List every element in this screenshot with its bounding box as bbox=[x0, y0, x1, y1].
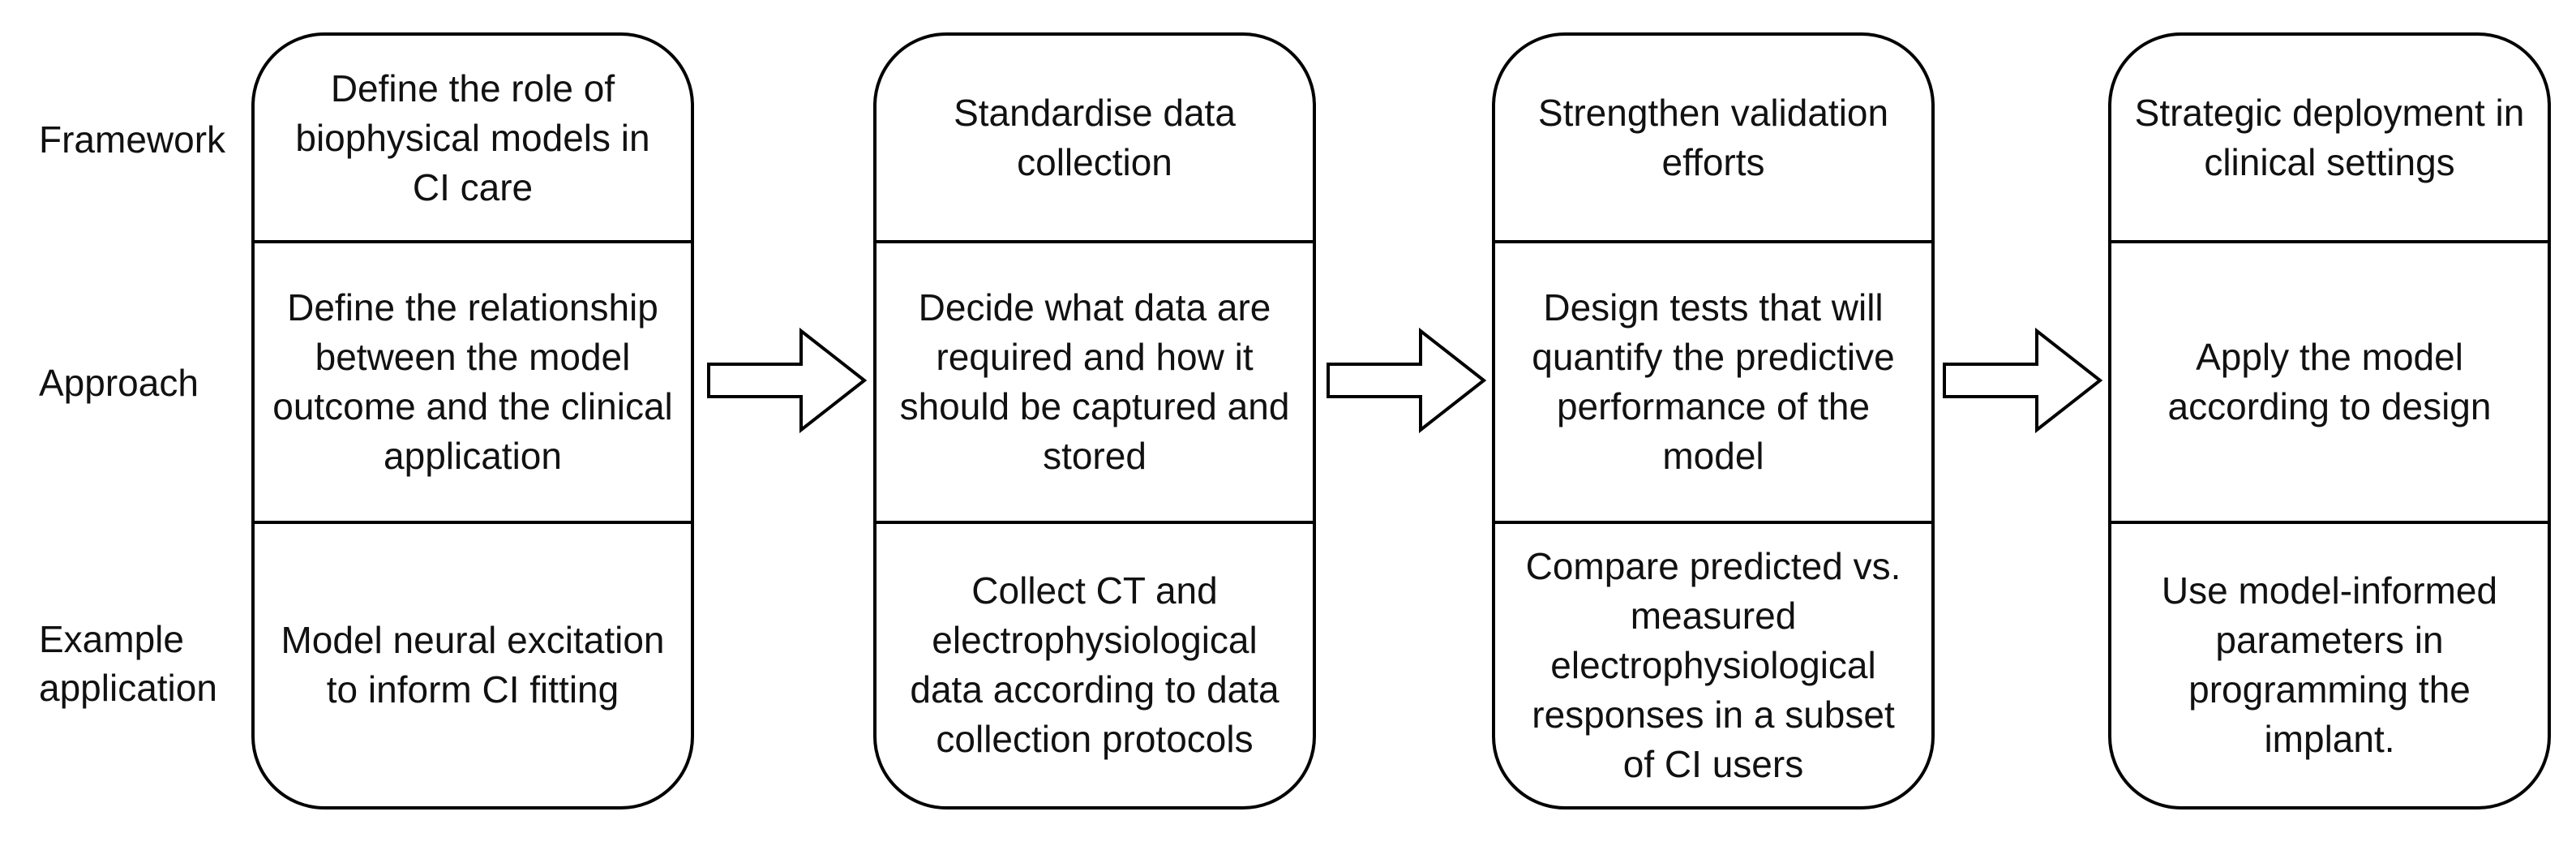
stage-3-approach-text: Design tests that will quantify the pred… bbox=[1532, 286, 1895, 477]
stage-4-approach: Apply the model according to design bbox=[2111, 243, 2548, 524]
stage-4-example: Use model-informed parameters in program… bbox=[2111, 524, 2548, 806]
right-arrow-icon bbox=[707, 328, 868, 433]
stage-2-approach: Decide what data are required and how it… bbox=[877, 243, 1313, 524]
stage-2-framework: Standardise data collection bbox=[877, 36, 1313, 243]
stage-3-framework: Strengthen validation efforts bbox=[1495, 36, 1931, 243]
row-label-example-application: Example application bbox=[39, 618, 217, 709]
row-label-approach: Approach bbox=[39, 362, 199, 404]
stage-3-framework-text: Strengthen validation efforts bbox=[1537, 92, 1889, 183]
stage-4-framework: Strategic deployment in clinical setting… bbox=[2111, 36, 2548, 243]
stage-1-framework-text: Define the role of biophysical models in… bbox=[295, 67, 650, 208]
stage-2-example: Collect CT and electrophysiological data… bbox=[877, 524, 1313, 806]
stage-4-framework-text: Strategic deployment in clinical setting… bbox=[2134, 92, 2525, 183]
stage-4-example-text: Use model-informed parameters in program… bbox=[2161, 569, 2498, 760]
stage-2-example-text: Collect CT and electrophysiological data… bbox=[910, 569, 1279, 760]
stage-1-box: Define the role of biophysical models in… bbox=[251, 32, 694, 809]
row-label-framework: Framework bbox=[39, 118, 226, 161]
right-arrow-icon bbox=[1943, 328, 2103, 433]
stage-1-approach: Define the relationship between the mode… bbox=[255, 243, 691, 524]
stage-3-approach: Design tests that will quantify the pred… bbox=[1495, 243, 1931, 524]
stage-2-framework-text: Standardise data collection bbox=[954, 92, 1236, 183]
stage-1-framework: Define the role of biophysical models in… bbox=[255, 36, 691, 243]
stage-2-box: Standardise data collection Decide what … bbox=[873, 32, 1316, 809]
stage-1-approach-text: Define the relationship between the mode… bbox=[272, 286, 673, 477]
stage-2-approach-text: Decide what data are required and how it… bbox=[899, 286, 1290, 477]
stage-1-example-text: Model neural excitation to inform CI fit… bbox=[281, 619, 665, 711]
stage-3-box: Strengthen validation efforts Design tes… bbox=[1492, 32, 1935, 809]
stage-1-example: Model neural excitation to inform CI fit… bbox=[255, 524, 691, 806]
stage-3-example: Compare predicted vs. measured electroph… bbox=[1495, 524, 1931, 806]
stage-4-box: Strategic deployment in clinical setting… bbox=[2108, 32, 2551, 809]
right-arrow-icon bbox=[1327, 328, 1487, 433]
stage-4-approach-text: Apply the model according to design bbox=[2167, 336, 2492, 427]
stage-3-example-text: Compare predicted vs. measured electroph… bbox=[1525, 544, 1901, 785]
